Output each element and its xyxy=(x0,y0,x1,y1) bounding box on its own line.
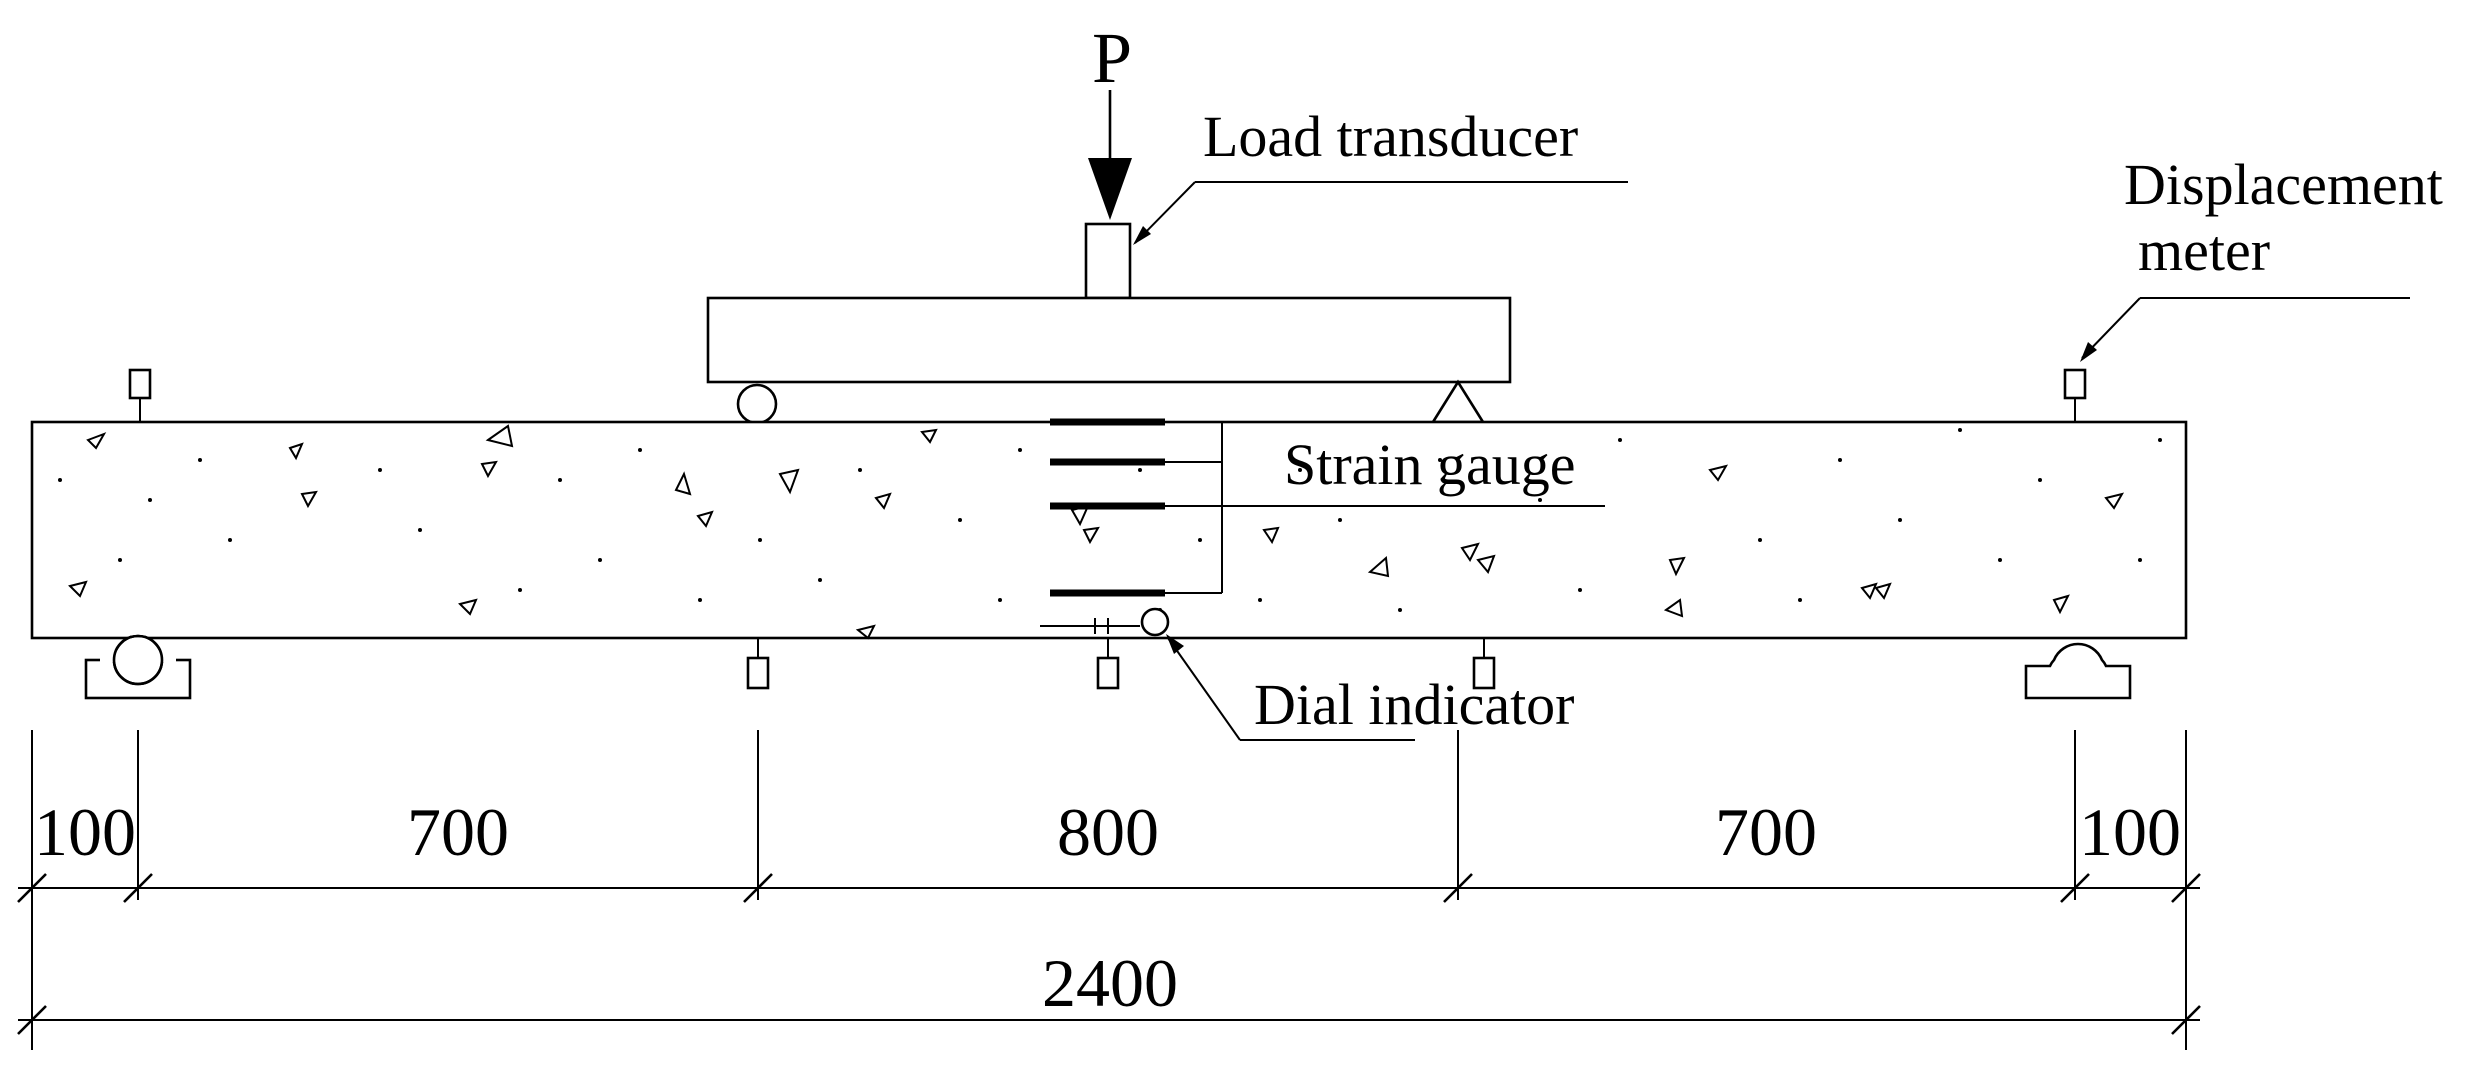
dial-indicator-leader xyxy=(1166,634,1415,741)
displacement-meter-bottom-3 xyxy=(1472,638,1496,690)
dim-label-total-length: 2400 xyxy=(1042,945,1178,1021)
concrete-dots xyxy=(58,428,2162,612)
strain-gauges xyxy=(1050,418,1605,597)
spreader-roller-support xyxy=(736,383,778,425)
left-roller-support xyxy=(84,634,192,700)
displacement-meter-leader xyxy=(2080,297,2410,362)
dial-indicator xyxy=(1040,607,1170,637)
right-pin-support xyxy=(2024,642,2132,700)
dimension-extension-lines xyxy=(31,730,2187,1050)
concrete-texture xyxy=(68,424,2125,640)
dim-label-left-overhang: 100 xyxy=(34,794,136,870)
displacement-meter-label-line2: meter xyxy=(2138,218,2270,283)
load-transducer-label: Load transducer xyxy=(1203,104,1578,169)
dim-label-right-shear-span: 700 xyxy=(1715,794,1817,870)
dimension-line-segments xyxy=(17,873,2201,903)
displacement-meter-bottom-2 xyxy=(1096,638,1120,690)
load-arrow xyxy=(1088,90,1132,220)
dim-label-left-shear-span: 700 xyxy=(407,794,509,870)
displacement-meter-left xyxy=(128,368,152,422)
load-label: P xyxy=(1092,18,1132,98)
dim-label-pure-bending-span: 800 xyxy=(1057,794,1159,870)
spreader-beam xyxy=(706,296,1512,384)
strain-gauge-label: Strain gauge xyxy=(1284,432,1576,497)
dimension-line-total xyxy=(17,1005,2201,1035)
displacement-meter-right xyxy=(2063,368,2087,422)
load-transducer-leader xyxy=(1133,181,1628,245)
concrete-beam xyxy=(30,420,2188,640)
dial-indicator-label: Dial indicator xyxy=(1254,672,1575,737)
displacement-meter-bottom-1 xyxy=(746,638,770,690)
dim-label-right-overhang: 100 xyxy=(2079,794,2181,870)
spreader-pin-support xyxy=(1430,379,1486,424)
load-transducer xyxy=(1084,222,1132,300)
displacement-meter-label-line1: Displacement xyxy=(2124,152,2443,217)
